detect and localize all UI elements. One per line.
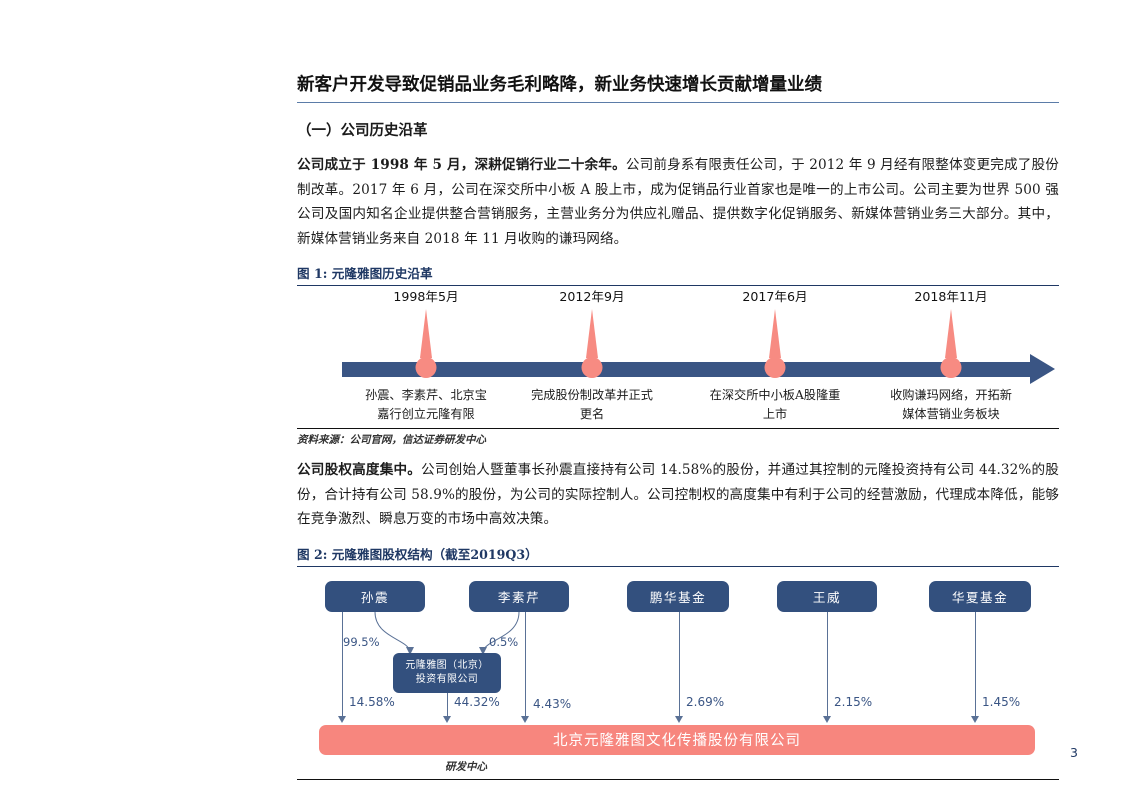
pct-investment-to-listco: 44.32% <box>454 694 500 709</box>
pct-sunzhen-direct: 14.58% <box>349 694 395 709</box>
timeline-date-3: 2017年6月 <box>742 289 808 304</box>
paragraph-ownership: 公司股权高度集中。公司创始人暨董事长孙震直接持有公司 14.58%的股份，并通过… <box>297 458 1059 532</box>
timeline-description-2: 完成股份制改革并正式更名 <box>531 388 653 421</box>
timeline-date-1: 1998年5月 <box>393 289 459 304</box>
connector-arrow-investment <box>442 715 451 723</box>
pct-penghua: 2.69% <box>686 694 725 709</box>
title-divider <box>297 102 1059 103</box>
timeline-date-4: 2018年11月 <box>914 289 988 304</box>
connector-arrow-huaxia <box>970 715 979 723</box>
figure-2-caption: 图 2: 元隆雅图股权结构（截至2019Q3） <box>297 546 1059 567</box>
timeline-marker-dot-2 <box>581 357 603 378</box>
owner-box-sunzhen[interactable]: 孙震 <box>325 580 425 612</box>
pct-wangwei: 2.15% <box>834 694 873 709</box>
paragraph-company-history: 公司成立于 1998 年 5 月，深耕促销行业二十余年。公司前身系有限责任公司，… <box>297 153 1059 251</box>
timeline-marker-dot-3 <box>764 357 786 378</box>
pct-huaxia: 1.45% <box>982 694 1021 709</box>
figure-2-body: 孙震 李素芹 鹏华基金 王威 华夏基金 元隆雅图（北京） 投资有限公司 99.5… <box>297 567 1059 780</box>
timeline-marker-triangle-1 <box>420 309 432 358</box>
paragraph-2-body: 公司创始人暨董事长孙震直接持有公司 14.58%的股份，并通过其控制的元隆投资持… <box>297 462 1059 527</box>
connector-line-huaxia <box>975 611 976 717</box>
paragraph-1-body: 公司前身系有限责任公司，于 2012 年 9 月经有限整体变更完成了股份制改革。… <box>297 157 1059 247</box>
ownership-connector-curves <box>374 611 520 655</box>
pct-lisuqin-direct: 4.43% <box>533 696 572 711</box>
paragraph-1-lead: 公司成立于 1998 年 5 月，深耕促销行业二十余年。 <box>297 157 626 173</box>
owner-box-huaxia-fund[interactable]: 华夏基金 <box>929 580 1031 612</box>
timeline-axis <box>342 362 1030 377</box>
yuanlong-investment-line1: 元隆雅图（北京） <box>405 659 489 671</box>
pct-sunzhen-to-investment: 99.5% <box>343 634 380 649</box>
page-number: 3 <box>1070 745 1078 760</box>
timeline-marker-triangle-2 <box>586 309 598 358</box>
pct-lisuqin-to-investment: 0.5% <box>489 634 519 649</box>
connector-line-sunzhen <box>342 611 343 717</box>
page-title: 新客户开发导致促销品业务毛利略降，新业务快速增长贡献增量业绩 <box>297 75 822 95</box>
timeline-description-3: 在深交所中小板A股隆重上市 <box>709 388 841 421</box>
figure-1-label: 图 1: <box>297 266 328 281</box>
connector-arrow-sunzhen <box>337 715 346 723</box>
figure-2-title: 元隆雅图股权结构（截至2019Q3） <box>331 546 538 562</box>
section-heading: （一）公司历史沿革 <box>297 123 428 139</box>
connector-arrow-wangwei <box>822 715 831 723</box>
connector-line-lisuqin <box>525 611 526 717</box>
figure-1-caption: 图 1: 元隆雅图历史沿革 <box>297 265 1059 286</box>
listed-company-bar[interactable]: 北京元隆雅图文化传播股份有限公司 <box>319 724 1035 755</box>
timeline-description-4: 收购谦玛网络，开拓新媒体营销业务板块 <box>890 388 1012 421</box>
connector-line-wangwei <box>827 611 828 717</box>
connector-line-investment <box>447 692 448 717</box>
figure-2-source: 研发中心 <box>445 760 487 773</box>
figure-1-title: 元隆雅图历史沿革 <box>331 266 433 281</box>
connector-line-penghua <box>679 611 680 717</box>
owner-box-wangwei[interactable]: 王威 <box>777 580 877 612</box>
owner-box-yuanlong-investment[interactable]: 元隆雅图（北京） 投资有限公司 <box>393 652 501 693</box>
figure-1-source: 资料来源：公司官网，信达证券研发中心 <box>297 434 486 446</box>
paragraph-2-lead: 公司股权高度集中。 <box>297 462 422 478</box>
figure-2-label: 图 2: <box>297 546 328 562</box>
timeline-date-2: 2012年9月 <box>559 289 625 304</box>
owner-box-penghua-fund[interactable]: 鹏华基金 <box>627 580 729 612</box>
timeline-description-1: 孙震、李素芹、北京宝嘉行创立元隆有限 <box>365 388 487 421</box>
timeline-marker-dot-1 <box>415 357 437 378</box>
timeline-marker-triangle-4 <box>945 309 957 358</box>
page-content: 新客户开发导致促销品业务毛利略降，新业务快速增长贡献增量业绩 （一）公司历史沿革… <box>297 72 1059 780</box>
timeline-marker-triangle-3 <box>769 309 781 358</box>
owner-box-lisuqin[interactable]: 李素芹 <box>469 580 569 612</box>
timeline-arrowhead-icon <box>1030 354 1055 384</box>
connector-arrow-penghua <box>674 715 683 723</box>
connector-arrow-lisuqin <box>520 715 529 723</box>
figure-1-body: 1998年5月 孙震、李素芹、北京宝嘉行创立元隆有限 2012年9月 完成股份制… <box>297 286 1059 429</box>
timeline-marker-dot-4 <box>940 357 962 378</box>
yuanlong-investment-line2: 投资有限公司 <box>415 673 479 685</box>
